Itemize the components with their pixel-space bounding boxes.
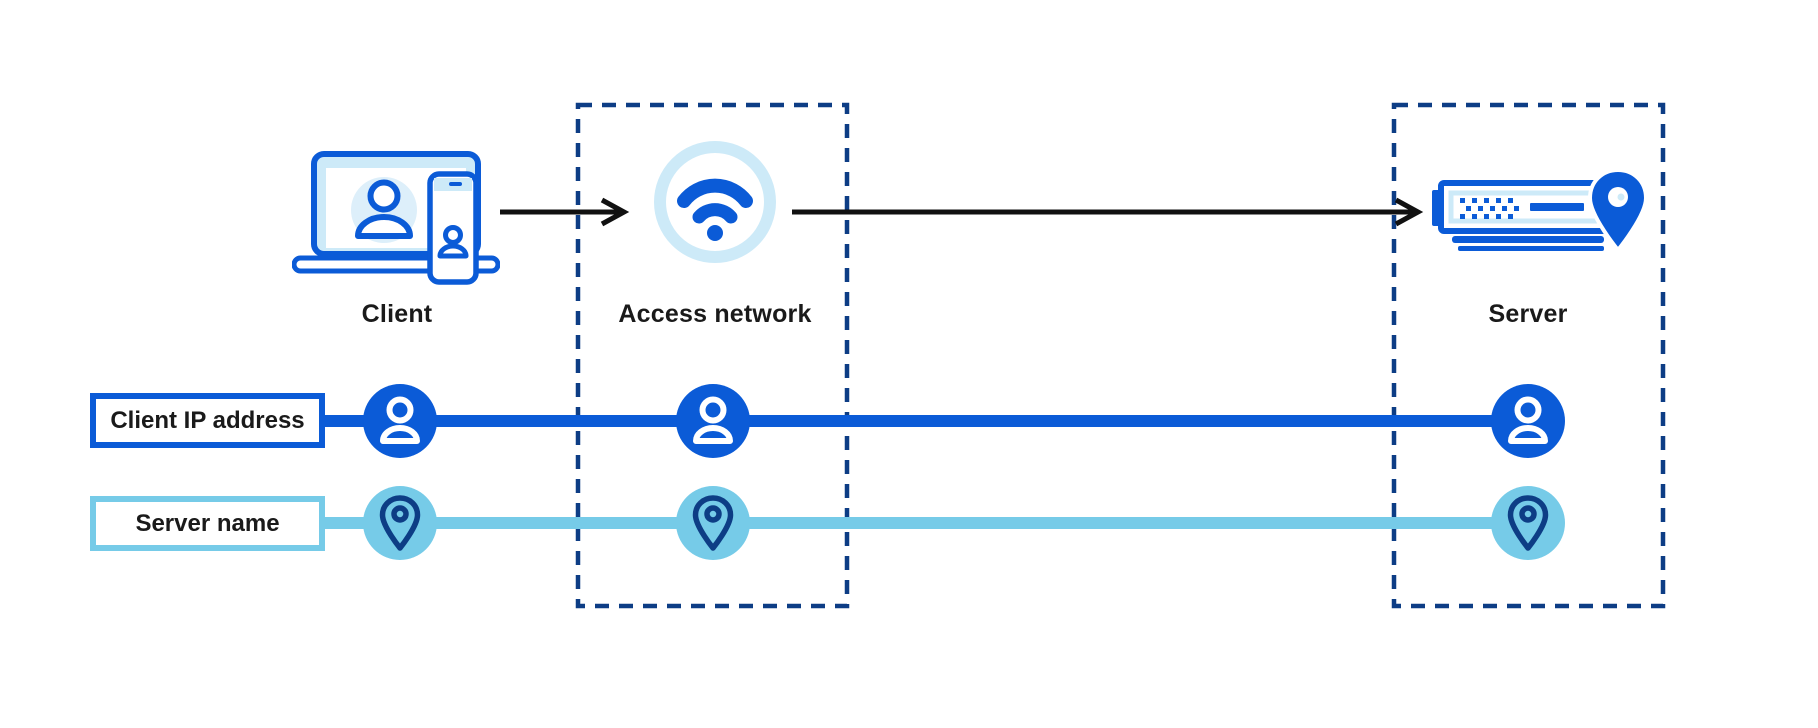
client-column-label: Client: [361, 300, 433, 328]
person-icon: [693, 396, 733, 444]
access-network-column-label: Access network: [618, 300, 812, 328]
server-name-node-access: [676, 486, 750, 560]
location-pin-icon: [1507, 495, 1549, 551]
server-name-label: Server name: [135, 509, 280, 537]
location-pin-icon: [379, 495, 421, 551]
location-pin-icon: [692, 495, 734, 551]
arrow-access-to-server-icon: [792, 197, 1424, 227]
client-ip-label-box: Client IP address: [90, 393, 325, 448]
client-ip-track-line: [320, 415, 1530, 427]
server-name-track-line: [320, 517, 1530, 529]
client-ip-node-client: [363, 384, 437, 458]
client-ip-node-server: [1491, 384, 1565, 458]
wifi-icon: [654, 141, 776, 263]
person-icon: [380, 396, 420, 444]
client-ip-label: Client IP address: [110, 406, 305, 434]
server-column-label: Server: [1488, 300, 1568, 328]
server-location-icon: [1432, 168, 1649, 254]
server-name-label-box: Server name: [90, 496, 325, 551]
person-icon: [1508, 396, 1548, 444]
server-dots-pattern: [1460, 198, 1519, 219]
client-ip-node-access: [676, 384, 750, 458]
arrow-client-to-access-icon: [500, 197, 630, 227]
client-devices-icon: [292, 151, 500, 285]
server-name-node-server: [1491, 486, 1565, 560]
server-name-node-client: [363, 486, 437, 560]
